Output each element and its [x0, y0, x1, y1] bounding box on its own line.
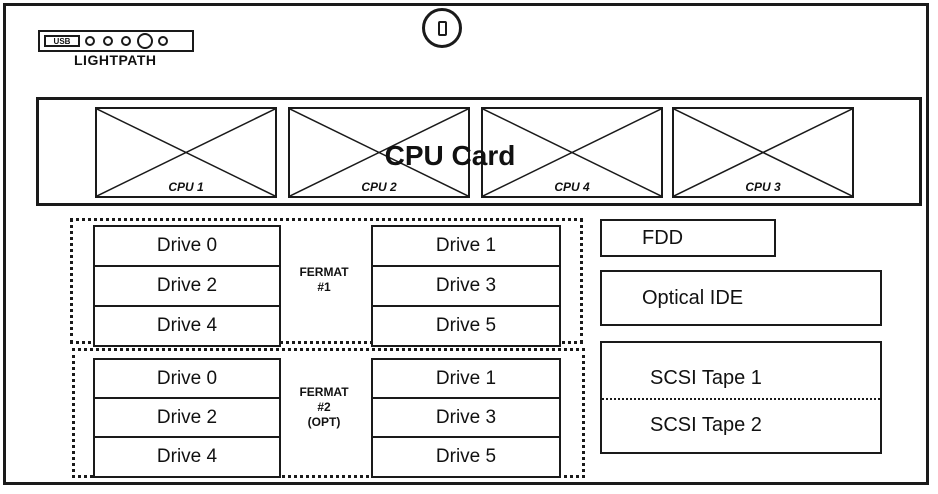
cpu-slot: CPU 3 — [672, 107, 854, 198]
optical-ide-drive[interactable]: Optical IDE — [600, 270, 882, 326]
drive-bay[interactable]: Drive 1 — [371, 225, 561, 267]
cpu-slot-label: CPU 2 — [361, 180, 397, 194]
tape-divider — [602, 398, 880, 400]
lightpath-label: LIGHTPATH — [74, 52, 157, 68]
drive-bay[interactable]: Drive 4 — [93, 436, 281, 478]
cpu-card-title: CPU Card — [384, 140, 516, 171]
power-button-icon[interactable] — [422, 8, 462, 48]
led-indicator-icon — [85, 36, 95, 46]
drive-bay[interactable]: Drive 1 — [371, 358, 561, 400]
cpu-slot: CPU 1 — [95, 107, 277, 198]
drive-bay[interactable]: Drive 0 — [93, 225, 281, 267]
drive-bay[interactable]: Drive 0 — [93, 358, 281, 400]
usb-port: USB — [44, 35, 80, 47]
cpu-slot-label: CPU 1 — [168, 180, 204, 194]
fermat-group-2 — [72, 348, 585, 478]
led-indicator-icon — [158, 36, 168, 46]
scsi-tape-bay — [600, 341, 882, 454]
drive-bay[interactable]: Drive 2 — [93, 397, 281, 439]
led-indicator-icon — [103, 36, 113, 46]
led-indicator-icon — [121, 36, 131, 46]
cpu-card-bay — [36, 97, 922, 206]
server-front-panel — [3, 3, 929, 485]
fdd-drive[interactable]: FDD — [600, 219, 776, 257]
cpu-slot-label: CPU 3 — [745, 180, 781, 194]
drive-bay[interactable]: Drive 2 — [93, 265, 281, 307]
cpu-slot: CPU 2 — [288, 107, 470, 198]
drive-bay[interactable]: Drive 3 — [371, 397, 561, 439]
fermat-label: FERMAT #1 — [299, 265, 349, 294]
lightpath-panel: USB — [38, 30, 194, 52]
cpu-slot: CPU 4 — [481, 107, 663, 198]
lightpath-button-icon[interactable] — [137, 33, 153, 49]
drive-bay[interactable]: Drive 5 — [371, 436, 561, 478]
fermat-group-1 — [70, 218, 583, 344]
drive-bay[interactable]: Drive 3 — [371, 265, 561, 307]
fermat-label: FERMAT #2 (OPT) — [299, 385, 349, 429]
scsi-tape-2[interactable]: SCSI Tape 2 — [650, 414, 762, 436]
cpu-slot-label: CPU 4 — [554, 180, 590, 194]
drive-bay[interactable]: Drive 5 — [371, 305, 561, 347]
drive-bay[interactable]: Drive 4 — [93, 305, 281, 347]
scsi-tape-1[interactable]: SCSI Tape 1 — [650, 367, 762, 389]
